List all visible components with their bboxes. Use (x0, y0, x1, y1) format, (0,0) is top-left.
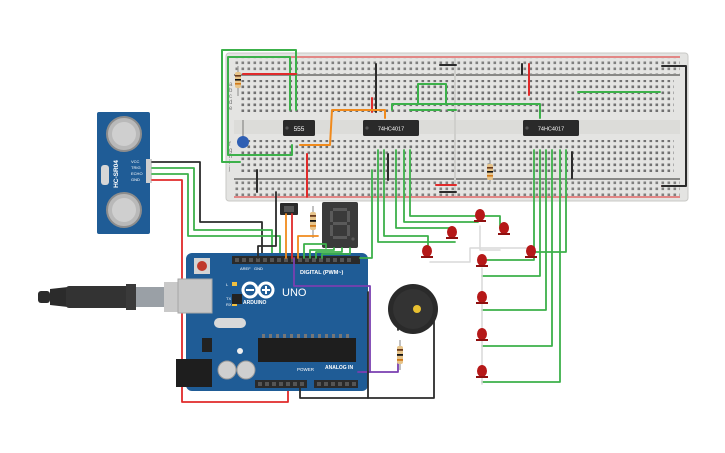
row-label: g (229, 148, 232, 154)
arduino-board[interactable]: AREF GND DIGITAL (PWM~) UNO ARDUINO L TX… (176, 253, 368, 391)
led-group (421, 209, 537, 378)
led-label: RX (226, 302, 232, 307)
digital-header-label: DIGITAL (PWM~) (300, 270, 344, 276)
analog-header-label: ANALOG IN (325, 365, 353, 371)
led-label: L (226, 282, 229, 287)
sensor-label: HC-SR04 (113, 160, 120, 188)
chip-label: 555 (294, 126, 305, 133)
led-icon[interactable] (421, 245, 433, 258)
chip-555[interactable]: 555 (283, 120, 315, 136)
led-icon[interactable] (525, 245, 537, 258)
row-label: e (229, 106, 233, 112)
arduino-logo (241, 281, 275, 299)
reset-button[interactable] (197, 261, 207, 271)
led-icon[interactable] (476, 291, 488, 304)
resistor-icon[interactable] (310, 206, 316, 238)
wires-led[interactable] (377, 149, 567, 385)
row-label: c (229, 94, 232, 100)
row-label: f (229, 142, 231, 148)
led-icon[interactable] (476, 328, 488, 341)
seven-segment-display[interactable] (322, 202, 358, 248)
arduino-brand: ARDUINO (243, 300, 266, 306)
ultrasonic-sensor[interactable]: HC-SR04 VCC TRIG ECHO GND (97, 112, 152, 234)
chip-4017-b[interactable]: 74HC4017 (523, 120, 579, 136)
wires-arduino[interactable] (257, 169, 435, 399)
row-label: b (229, 88, 233, 94)
chip-label: 74HC4017 (378, 127, 404, 133)
potentiometer-icon[interactable] (280, 203, 298, 215)
resistor-icon[interactable] (235, 66, 241, 96)
row-label: j (228, 166, 230, 172)
sensor-pin-label: TRIG (131, 165, 141, 170)
buzzer-icon[interactable] (388, 284, 438, 334)
row-label: h (229, 154, 232, 160)
usb-cable-icon[interactable] (38, 282, 198, 312)
power-header-label: POWER (297, 367, 315, 372)
led-icon[interactable] (474, 209, 486, 222)
gnd-label: GND (254, 266, 263, 271)
led-icon[interactable] (446, 226, 458, 239)
sensor-pin-label: GND (131, 177, 140, 182)
row-label: d (229, 100, 232, 106)
chip-label: 74HC4017 (538, 127, 564, 133)
row-label: a (229, 82, 233, 88)
sensor-pin-label: ECHO (131, 171, 143, 176)
arduino-model: UNO (282, 287, 307, 299)
wires-breadboard[interactable] (221, 49, 687, 198)
chip-4017-a[interactable]: 74HC4017 (363, 120, 419, 136)
resistor-icon[interactable] (487, 160, 493, 184)
led-icon[interactable] (476, 254, 488, 267)
led-icon[interactable] (498, 222, 510, 235)
capacitor-icon[interactable] (237, 120, 249, 148)
led-icon[interactable] (476, 365, 488, 378)
aref-label: AREF (240, 266, 251, 271)
resistor-icon[interactable] (397, 340, 403, 370)
sensor-pin-label: VCC (131, 159, 140, 164)
led-label: TX (226, 296, 231, 301)
